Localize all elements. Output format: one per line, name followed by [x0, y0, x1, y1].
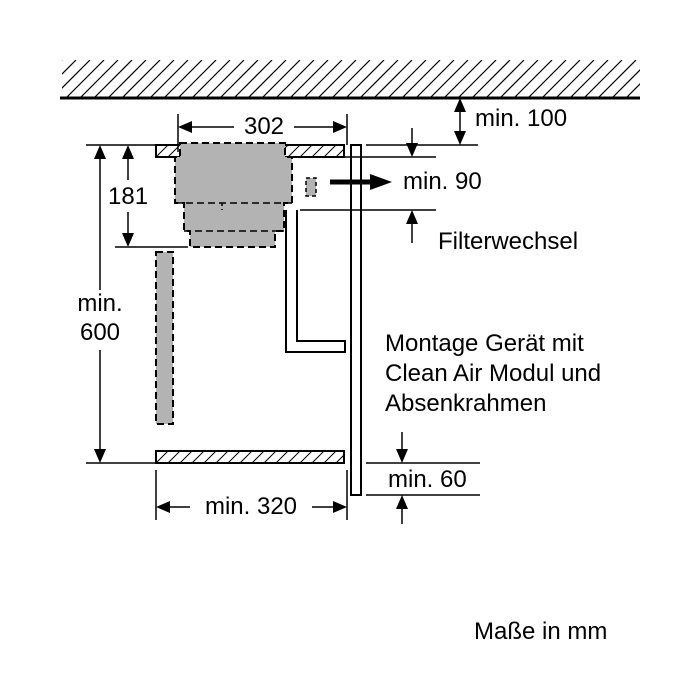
- dimension-320: [155, 470, 348, 520]
- dimension-ceiling-gap: [366, 98, 478, 146]
- note-line2: Clean Air Modul und: [385, 360, 602, 387]
- dimension-bottom-gap: [366, 432, 480, 524]
- label-600-line2: 600: [79, 319, 121, 346]
- label-181: 181: [108, 183, 149, 210]
- label-600-line1: min.: [77, 290, 123, 317]
- label-320: min. 320: [204, 493, 298, 520]
- note-line1: Montage Gerät mit: [385, 330, 584, 357]
- hood-bracket: [285, 210, 346, 353]
- clean-air-module: [174, 142, 293, 248]
- note-line3: Absenkrahmen: [385, 390, 547, 417]
- exhaust-outlet: [305, 177, 317, 197]
- dimension-600: [86, 144, 156, 464]
- label-bottom-gap: min. 60: [388, 466, 467, 493]
- dimension-302: [177, 114, 348, 152]
- label-filter-change: Filterwechsel: [438, 228, 579, 255]
- front-panel: [350, 144, 362, 496]
- ceiling-hatch: [62, 60, 640, 98]
- bottom-shelf: [155, 450, 345, 464]
- units-label: Maße in mm: [474, 618, 608, 645]
- label-302: 302: [243, 113, 285, 140]
- ceiling: [60, 60, 640, 100]
- dimension-181: [115, 144, 188, 248]
- side-duct: [155, 251, 174, 425]
- exhaust-arrow: [330, 174, 392, 190]
- dimension-filter-change: [300, 128, 436, 243]
- label-ceiling-gap: min. 100: [475, 105, 568, 132]
- label-exhaust-gap: min. 90: [403, 168, 482, 195]
